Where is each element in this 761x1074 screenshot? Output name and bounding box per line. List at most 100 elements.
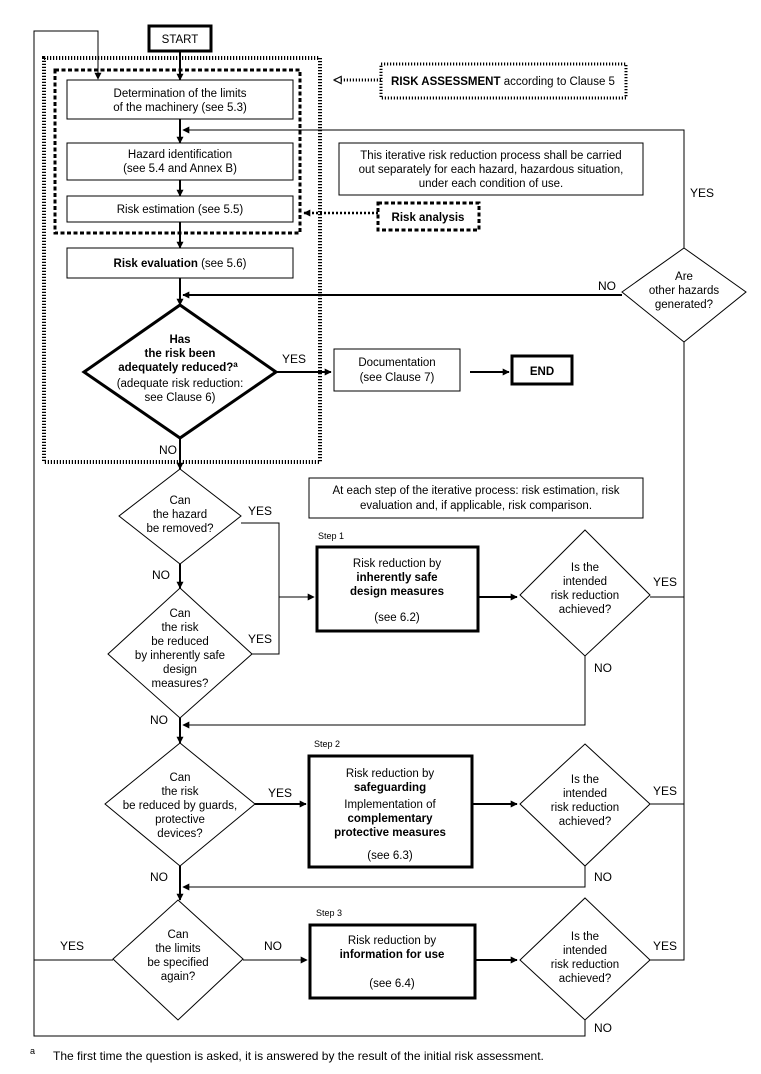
adequately-reduced-label-3: adequately reduced?a bbox=[118, 360, 238, 374]
intended-achieved-3-label-3: risk reduction bbox=[551, 959, 619, 971]
limits-again-label-3: be specified bbox=[147, 957, 208, 969]
step2-line-1: Risk reduction by bbox=[346, 768, 434, 780]
intended-achieved-1-label-1: Is the bbox=[571, 562, 599, 574]
limits-label-2: of the machinery (see 5.3) bbox=[113, 102, 247, 114]
step1-bold-2: design measures bbox=[350, 586, 444, 598]
limits-again-diamond bbox=[112, 899, 244, 1021]
no-removed: NO bbox=[152, 568, 170, 582]
yes-adequate: YES bbox=[282, 352, 306, 366]
footnote-mark: a bbox=[30, 1046, 35, 1056]
yes-guards: YES bbox=[268, 786, 292, 800]
iterative-note-line-3: under each condition of use. bbox=[419, 178, 564, 190]
edge-removed-yes bbox=[241, 522, 315, 601]
intended-achieved-2-label-3: risk reduction bbox=[551, 802, 619, 814]
step3-bold-1: information for use bbox=[340, 949, 445, 961]
step3-ref: (see 6.4) bbox=[369, 978, 415, 990]
hazard-identification-box bbox=[66, 142, 294, 181]
edge-yes-collector bbox=[650, 342, 685, 598]
limits-label-1: Determination of the limits bbox=[114, 88, 247, 100]
hazard-removed-label-2: the hazard bbox=[153, 509, 207, 521]
adequately-reduced-label-1: Has bbox=[169, 334, 190, 346]
end-box bbox=[510, 354, 574, 386]
reduced-guards-label-2: the risk bbox=[161, 786, 198, 798]
other-hazards-label-1: Are bbox=[675, 271, 693, 283]
reduced-inherently-label-5: design bbox=[163, 664, 197, 676]
risk-analysis-label-box bbox=[376, 201, 481, 232]
edge-check1-no bbox=[182, 656, 586, 729]
reduced-guards-label-3: be reduced by guards, bbox=[123, 800, 237, 812]
start-label: START bbox=[162, 34, 199, 46]
intended-achieved-2-label-2: intended bbox=[563, 788, 607, 800]
yes-removed: YES bbox=[248, 504, 272, 518]
limits-again-label-1: Can bbox=[167, 929, 188, 941]
step2-label: Step 2 bbox=[314, 739, 340, 749]
risk-assessment-region bbox=[42, 56, 322, 464]
no-limits: NO bbox=[264, 939, 282, 953]
yes-other-hazards: YES bbox=[690, 186, 714, 200]
yes-limits: YES bbox=[60, 939, 84, 953]
no-inherent: NO bbox=[150, 713, 168, 727]
step2-line-2: Implementation of bbox=[344, 799, 436, 811]
hazard-removed-label-3: be removed? bbox=[146, 523, 213, 535]
step1-bold-1: inherently safe bbox=[356, 572, 437, 584]
limits-again-label-2: the limits bbox=[155, 943, 201, 955]
reduced-guards-label-5: devices? bbox=[157, 828, 202, 840]
reduced-inherently-label-4: by inherently safe bbox=[135, 650, 225, 662]
intended-achieved-3-label-2: intended bbox=[563, 945, 607, 957]
reduced-guards-label-1: Can bbox=[169, 772, 190, 784]
edge-check2-no bbox=[182, 866, 586, 891]
iterative-note-line-1: This iterative risk reduction process sh… bbox=[360, 150, 621, 162]
reduced-inherently-label-3: be reduced bbox=[151, 636, 209, 648]
documentation-label-1: Documentation bbox=[358, 357, 435, 369]
no-adequate: NO bbox=[159, 443, 177, 457]
edge-check3-no bbox=[33, 30, 586, 1037]
risk-analysis-region bbox=[53, 68, 302, 235]
intended-achieved-3-label-4: achieved? bbox=[559, 973, 611, 985]
hazard-identification-label-1: Hazard identification bbox=[128, 149, 232, 161]
yes-check1: YES bbox=[653, 575, 677, 589]
hazard-identification-label-2: (see 5.4 and Annex B) bbox=[123, 163, 237, 175]
risk-evaluation-label: Risk evaluation (see 5.6) bbox=[114, 258, 247, 270]
reduced-guards-label-4: protective bbox=[155, 814, 205, 826]
no-check2: NO bbox=[594, 870, 612, 884]
each-step-note-box bbox=[308, 477, 644, 519]
step1-ref: (see 6.2) bbox=[374, 612, 420, 624]
other-hazards-label-3: generated? bbox=[655, 299, 713, 311]
risk-assessment-label: RISK ASSESSMENT according to Clause 5 bbox=[391, 76, 615, 88]
reduced-inherently-label-1: Can bbox=[169, 608, 190, 620]
no-other-hazards: NO bbox=[598, 279, 616, 293]
documentation-box bbox=[333, 348, 461, 392]
footnote-text: The first time the question is asked, it… bbox=[53, 1049, 544, 1063]
step2-bold-2: complementary bbox=[347, 813, 433, 825]
yes-check3: YES bbox=[653, 939, 677, 953]
step3-box bbox=[308, 923, 477, 1000]
step3-line-1: Risk reduction by bbox=[348, 935, 436, 947]
no-guards: NO bbox=[150, 870, 168, 884]
step1-line-1: Risk reduction by bbox=[353, 558, 441, 570]
intended-achieved-2-label-1: Is the bbox=[571, 774, 599, 786]
adequately-reduced-label-4: (adequate risk reduction: bbox=[117, 378, 244, 390]
edge-other-yes bbox=[182, 126, 685, 248]
step1-label: Step 1 bbox=[318, 531, 344, 541]
no-check1: NO bbox=[594, 661, 612, 675]
yes-inherent: YES bbox=[248, 632, 272, 646]
edge-check2-yes bbox=[650, 597, 685, 805]
iterative-note-box bbox=[338, 142, 644, 196]
limits-again-label-4: again? bbox=[161, 971, 196, 983]
intended-achieved-3-label-1: Is the bbox=[571, 931, 599, 943]
yes-check2: YES bbox=[653, 784, 677, 798]
documentation-label-2: (see Clause 7) bbox=[360, 372, 435, 384]
other-hazards-label-2: other hazards bbox=[649, 285, 720, 297]
intended-achieved-2-label-4: achieved? bbox=[559, 816, 611, 828]
hazard-removed-label-1: Can bbox=[169, 495, 190, 507]
edge-inherent-yes bbox=[252, 597, 280, 655]
step2-bold-3: protective measures bbox=[334, 827, 446, 839]
reduced-inherently-label-6: measures? bbox=[152, 678, 209, 690]
step2-bold-1: safeguarding bbox=[354, 782, 426, 794]
reduced-inherently-label-2: the risk bbox=[161, 622, 198, 634]
step3-label: Step 3 bbox=[316, 908, 342, 918]
each-step-note-line-1: At each step of the iterative process: r… bbox=[333, 485, 620, 497]
each-step-note-line-2: evaluation and, if applicable, risk comp… bbox=[360, 500, 592, 512]
intended-achieved-1-label-2: intended bbox=[563, 576, 607, 588]
